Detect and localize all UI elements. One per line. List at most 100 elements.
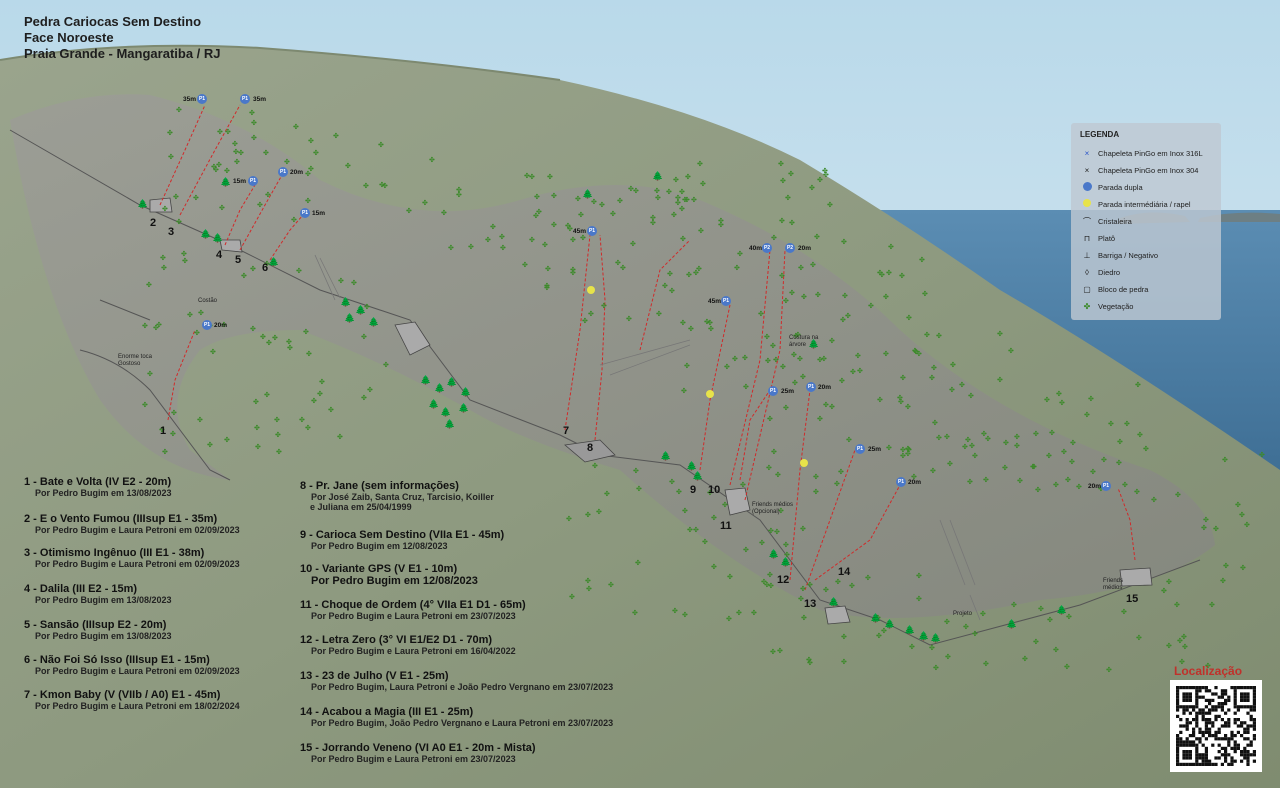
stop-length: 35m	[253, 96, 267, 103]
blue-circle-icon	[1080, 181, 1094, 193]
map-number-11: 11	[720, 520, 732, 532]
map-number-7: 7	[563, 425, 570, 437]
map-number-6: 6	[262, 262, 269, 274]
yellow-circle-icon	[1080, 199, 1094, 209]
note-costao: Costão	[198, 298, 218, 304]
stop-length: 45m	[708, 298, 722, 305]
route-title: 8 - Pr. Jane (sem informações)	[300, 480, 459, 492]
map-number-9: 9	[690, 484, 697, 496]
stop-p1-icon: P1	[278, 167, 288, 177]
legend-item: ⊓Platô	[1080, 232, 1115, 244]
route-author: Por Pedro Bugim e Laura Petroni em 16/04…	[311, 646, 516, 656]
route-author: Por Pedro Bugim, João Pedro Vergnano e L…	[311, 718, 614, 728]
stop-length: 20m	[908, 479, 922, 486]
stop-length: 35m	[183, 96, 197, 103]
stop-p2-icon: P2	[785, 243, 795, 253]
stop-length: 25m	[781, 388, 795, 395]
route-author: Por Pedro Bugim e Laura Petroni em 23/07…	[311, 611, 516, 621]
route-title: 7 - Kmon Baby (V (VIIb / A0) E1 - 45m)	[24, 689, 221, 701]
route-author: Por Pedro Bugim e Laura Petroni em 23/07…	[311, 754, 516, 764]
route-author: Por Pedro Bugim em 12/08/2023	[311, 575, 478, 587]
legend-panel: LEGENDA × Chapeleta PinGo em Inox 316L × C…	[1071, 123, 1221, 320]
stop-p1-icon: P1	[768, 386, 778, 396]
stop-p1-icon: P1	[721, 296, 731, 306]
route-title: 14 - Acabou a Magia (III E1 - 25m)	[300, 706, 474, 718]
plateau-icon: ⊓	[1083, 233, 1091, 243]
legend-item: ▢ Bloco de pedra	[1080, 283, 1148, 295]
map-number-8: 8	[587, 442, 594, 454]
route-title: 11 - Choque de Ordem (4° VIIa E1 D1 - 65…	[300, 599, 526, 611]
legend-label: Bloco de pedra	[1098, 284, 1149, 294]
map-number-4: 4	[216, 249, 223, 261]
route-item: 15 - Jorrando Veneno (VI A0 E1 - 20m - M…	[300, 742, 536, 764]
route-title: 9 - Carioca Sem Destino (VIIa E1 - 45m)	[300, 529, 505, 541]
legend-item: ⌒Cristaleira	[1080, 215, 1132, 227]
stop-p1-icon: P1	[240, 94, 250, 104]
route-author: Por Pedro Bugim e Laura Petroni em 02/09…	[35, 666, 240, 676]
stop-p1-icon: P1	[202, 320, 212, 330]
route-item: 7 - Kmon Baby (V (VIIb / A0) E1 - 45m)Po…	[24, 689, 240, 711]
stop-p1-icon: P1	[806, 382, 816, 392]
stop-length: 20m	[214, 322, 228, 329]
legend-label: Chapeleta PinGo em Inox 304	[1098, 165, 1199, 175]
map-number-2: 2	[150, 217, 157, 229]
stop-length: 20m	[1088, 483, 1102, 490]
route-item: 14 - Acabou a Magia (III E1 - 25m)Por Pe…	[300, 706, 613, 728]
route-item: 12 - Letra Zero (3° VI E1/E2 D1 - 70m)Po…	[300, 634, 516, 656]
rappel-stop-icon	[800, 459, 808, 467]
route-author: Por Pedro Bugim em 13/08/2023	[35, 595, 172, 605]
qr-code-icon[interactable]	[1170, 680, 1262, 772]
route-item: 4 - Dalila (III E2 - 15m)Por Pedro Bugim…	[24, 583, 172, 605]
route-title: 13 - 23 de Julho (V E1 - 25m)	[300, 670, 449, 682]
map-number-13: 13	[804, 598, 817, 610]
legend-item: × Chapeleta PinGo em Inox 304	[1080, 164, 1199, 176]
stop-p2-icon: P2	[762, 243, 772, 253]
route-title: 6 - Não Foi Só Isso (IIIsup E1 - 15m)	[24, 654, 210, 666]
note-friends: Friends médios(Opcional)	[752, 502, 794, 515]
stop-length: 20m	[290, 169, 304, 176]
map-number-12: 12	[777, 574, 790, 586]
stop-p1-icon: P1	[896, 477, 906, 487]
route-item: 10 - Variante GPS (V E1 - 10m)Por Pedro …	[300, 563, 478, 587]
title-line-2: Face Noroeste	[24, 30, 114, 45]
map-number-1: 1	[160, 425, 167, 437]
legend-item: Parada intermédiária / rapel	[1080, 198, 1191, 210]
legend-label: Chapeleta PinGo em Inox 316L	[1098, 148, 1203, 158]
route-item: 8 - Pr. Jane (sem informações)Por José Z…	[300, 480, 494, 512]
x-black-icon: ×	[1084, 165, 1090, 175]
legend-label: Diedro	[1098, 267, 1121, 277]
map-number-14: 14	[838, 566, 851, 578]
route-item: 2 - E o Vento Fumou (IIIsup E1 - 35m)Por…	[24, 513, 240, 535]
route-item: 11 - Choque de Ordem (4° VIIa E1 D1 - 65…	[300, 599, 526, 621]
route-author: Por Pedro Bugim e Laura Petroni em 02/09…	[35, 559, 240, 569]
route-title: 10 - Variante GPS (V E1 - 10m)	[300, 563, 458, 575]
x-blue-icon: ×	[1084, 148, 1090, 158]
rappel-stop-icon	[706, 390, 714, 398]
stop-p1-icon: P1	[300, 208, 310, 218]
route-author: Por Pedro Bugim em 12/08/2023	[311, 541, 448, 551]
legend-item: Parada dupla	[1080, 181, 1143, 193]
stop-p1-icon: P1	[1101, 481, 1111, 491]
crystal-icon: ⌒	[1083, 216, 1091, 226]
route-title: 4 - Dalila (III E2 - 15m)	[24, 583, 138, 595]
stop-length: 40m	[749, 245, 763, 252]
route-author: Por Pedro Bugim e Laura Petroni em 18/02…	[35, 701, 240, 711]
route-title: 1 - Bate e Volta (IV E2 - 20m)	[24, 476, 172, 488]
route-title: 2 - E o Vento Fumou (IIIsup E1 - 35m)	[24, 513, 218, 525]
stop-p1-icon: P1	[587, 226, 597, 236]
boulder-icon: ▢	[1083, 284, 1091, 294]
route-title: 3 - Otimismo Ingênuo (III E1 - 38m)	[24, 547, 205, 559]
route-title: 15 - Jorrando Veneno (VI A0 E1 - 20m - M…	[300, 742, 536, 754]
route-title: 5 - Sansão (IIIsup E2 - 20m)	[24, 619, 167, 631]
map-number-5: 5	[235, 254, 242, 266]
stop-length: 45m	[573, 228, 587, 235]
stop-p1-icon: P1	[855, 444, 865, 454]
stop-length: 20m	[798, 245, 812, 252]
qr-code-graphic	[1176, 686, 1256, 766]
legend-title: LEGENDA	[1080, 130, 1120, 139]
note-projeto: Projeto	[953, 611, 973, 617]
route-author: Por Pedro Bugim, Laura Petroni e João Pe…	[311, 682, 614, 692]
title-line-3: Praia Grande - Mangaratiba / RJ	[24, 46, 221, 61]
